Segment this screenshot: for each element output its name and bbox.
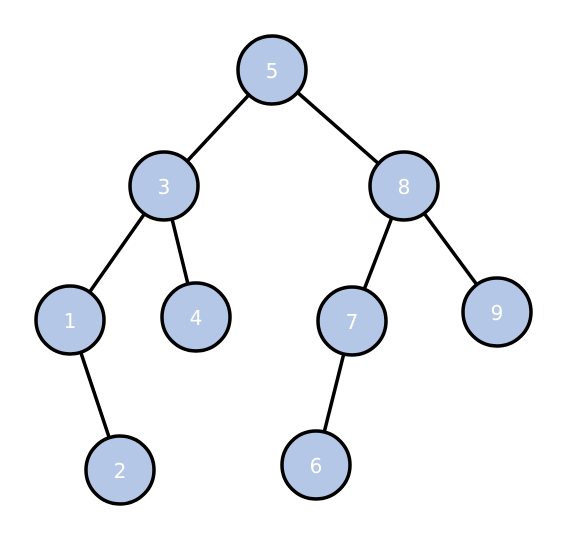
tree-node-9: 9 <box>461 276 533 348</box>
tree-node-circle <box>316 285 388 357</box>
tree-node-label: 7 <box>346 310 359 334</box>
tree-node-2: 2 <box>84 434 156 506</box>
tree-node-4: 4 <box>160 281 232 353</box>
tree-node-circle <box>128 150 200 222</box>
tree-node-label: 6 <box>310 454 323 478</box>
tree-node-6: 6 <box>280 429 352 501</box>
tree-node-1: 1 <box>34 284 106 356</box>
tree-node-8: 8 <box>368 150 440 222</box>
tree-node-circle <box>34 284 106 356</box>
tree-node-circle <box>368 150 440 222</box>
tree-node-label: 2 <box>114 459 127 483</box>
tree-node-circle <box>84 434 156 506</box>
tree-nodes: 5 3 8 1 4 7 9 2 6 <box>34 34 533 506</box>
tree-node-circle <box>461 276 533 348</box>
tree-node-circle <box>236 34 308 106</box>
tree-node-label: 1 <box>64 309 77 333</box>
tree-node-label: 3 <box>158 175 171 199</box>
tree-node-5: 5 <box>236 34 308 106</box>
tree-node-7: 7 <box>316 285 388 357</box>
tree-node-3: 3 <box>128 150 200 222</box>
tree-node-label: 9 <box>491 301 504 325</box>
tree-node-label: 4 <box>190 306 203 330</box>
tree-node-circle <box>160 281 232 353</box>
tree-node-circle <box>280 429 352 501</box>
tree-node-label: 8 <box>398 175 411 199</box>
tree-node-label: 5 <box>266 59 279 83</box>
tree-edges <box>68 68 499 472</box>
